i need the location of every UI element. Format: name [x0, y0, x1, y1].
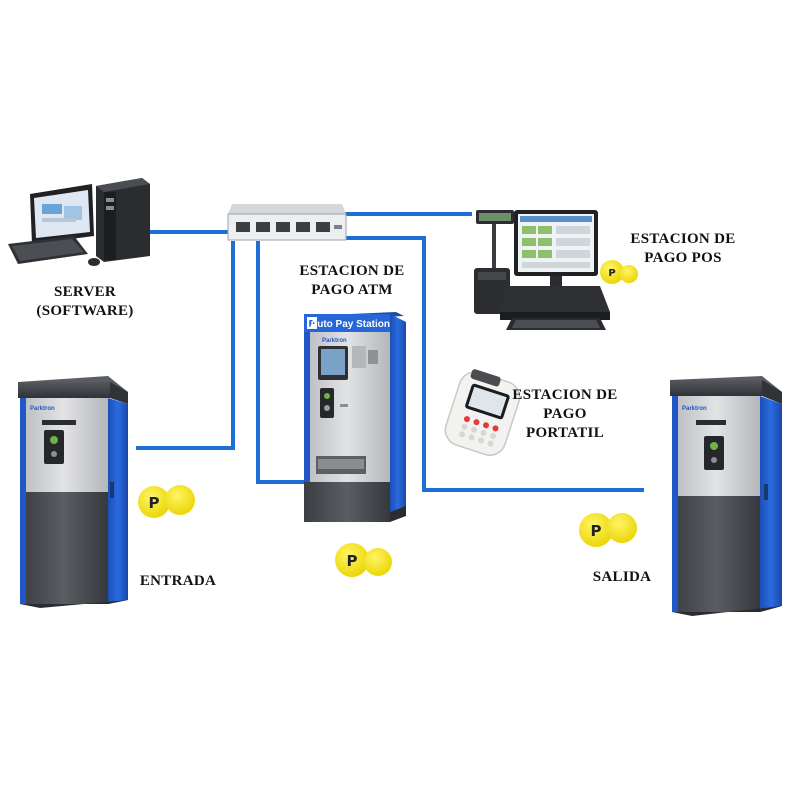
label-server-line-2: (SOFTWARE) [36, 303, 134, 319]
entrada-brand: Parktron [30, 406, 55, 412]
label-atm: ESTACION DE PAGO ATM [282, 262, 422, 300]
pos-station: P [474, 210, 638, 330]
label-atm-line-1: ESTACION DE [299, 263, 405, 279]
label-pos-line-2: PAGO POS [644, 250, 722, 266]
label-portatil-line-1: ESTACION DE [512, 387, 618, 403]
label-portatil: ESTACION DE PAGO PORTATIL [500, 386, 630, 443]
label-pos: ESTACION DE PAGO POS [618, 230, 748, 268]
label-entrada-line-1: ENTRADA [139, 573, 217, 589]
portable-terminal [444, 369, 521, 456]
salida-kiosk: Parktron P [579, 376, 782, 616]
svg-text:P: P [149, 494, 160, 512]
svg-text:P: P [591, 522, 602, 540]
line-switch-salida [343, 236, 644, 492]
line-switch-atm [256, 241, 307, 484]
atm-header-text: Auto Pay Station [310, 319, 390, 330]
server-computer [8, 178, 150, 266]
svg-text:P: P [347, 552, 358, 570]
label-server: SERVER (SOFTWARE) [20, 283, 150, 321]
label-pos-line-1: ESTACION DE [630, 231, 736, 247]
network-switch [227, 204, 347, 241]
label-server-line-1: SERVER [53, 284, 117, 300]
salida-brand: Parktron [682, 406, 707, 412]
label-atm-line-2: PAGO ATM [311, 282, 393, 298]
atm-brand: Parktron [322, 338, 347, 344]
label-salida-line-1: SALIDA [592, 569, 652, 585]
svg-text:P: P [308, 319, 315, 330]
line-switch-entrada [136, 241, 235, 450]
label-portatil-line-2: PAGO [543, 406, 587, 422]
label-salida: SALIDA [572, 568, 672, 587]
svg-text:P: P [608, 268, 615, 279]
connection-lines [136, 212, 644, 492]
entrada-kiosk: Parktron P [18, 376, 195, 608]
label-portatil-line-3: PORTATIL [526, 425, 604, 441]
label-entrada: ENTRADA [128, 572, 228, 591]
atm-pay-station: P Auto Pay Station Parktron P [304, 312, 406, 577]
